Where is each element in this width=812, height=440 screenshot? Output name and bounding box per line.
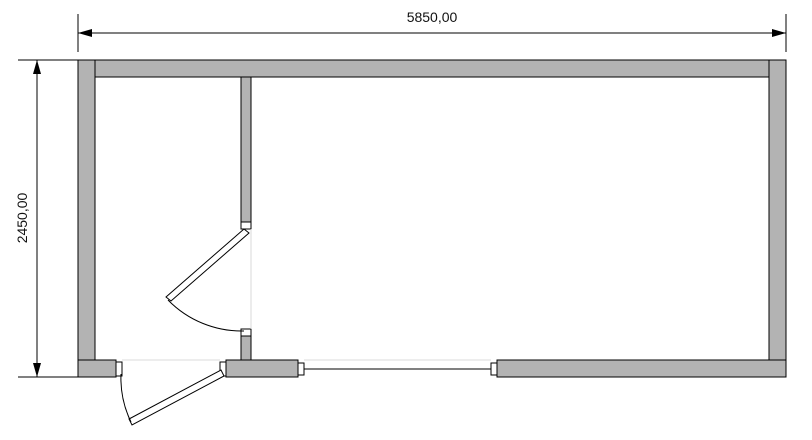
- height-arrow-top: [33, 60, 41, 74]
- partition-jamb-top: [240, 221, 252, 230]
- interior-partition: [240, 76, 252, 361]
- window-jamb-right: [490, 362, 498, 376]
- window: [297, 359, 498, 376]
- entrance-door-swing-arc: [120, 373, 132, 423]
- wall-corner-fill-tl: [79, 61, 94, 76]
- wall-right: [768, 59, 787, 378]
- height-dimension: 2450,00: [14, 59, 78, 378]
- height-arrow-bottom: [33, 363, 41, 377]
- width-arrow-right: [772, 29, 786, 37]
- interior-door-swing-arc: [167, 299, 245, 332]
- entrance-jamb-left: [115, 361, 123, 377]
- window-jamb-left: [297, 362, 305, 376]
- entrance-door: [115, 359, 227, 426]
- interior-door-leaf: [165, 228, 250, 302]
- partition-lower: [240, 335, 252, 361]
- wall-top: [77, 59, 787, 78]
- partition-jamb-bottom: [240, 328, 252, 337]
- wall-corner-fill-tr: [770, 61, 785, 76]
- entrance-door-leaf: [128, 369, 225, 426]
- wall-bottom-right-segment: [496, 359, 787, 378]
- height-label: 2450,00: [14, 192, 30, 243]
- interior-door: [165, 228, 250, 332]
- exterior-walls: [77, 59, 787, 378]
- width-arrow-left: [78, 29, 92, 37]
- partition-upper: [240, 76, 252, 223]
- width-dimension: 5850,00: [77, 9, 787, 52]
- wall-left: [77, 59, 96, 378]
- wall-corner-fill-bl: [79, 361, 94, 376]
- wall-bottom-middle-segment: [225, 359, 299, 378]
- wall-corner-fill-br: [770, 361, 785, 376]
- width-label: 5850,00: [407, 9, 458, 25]
